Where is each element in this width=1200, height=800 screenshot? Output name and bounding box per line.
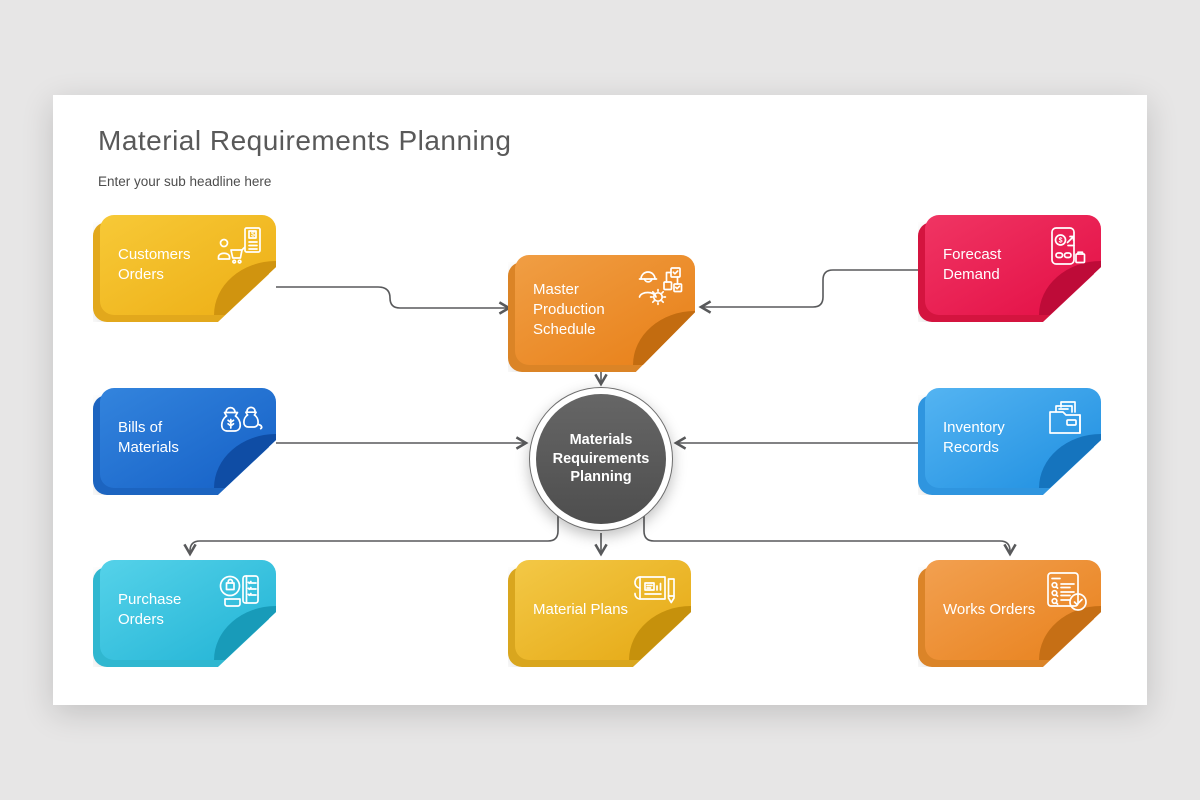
card-face: Master Production Schedule — [515, 255, 695, 365]
slide: Material Requirements Planning Enter you… — [53, 95, 1147, 705]
folded-corner — [214, 261, 276, 315]
folded-corner — [633, 311, 695, 365]
folder-documents-icon — [1041, 399, 1089, 441]
node-label: Customers Orders — [118, 246, 191, 283]
bag-scroll-icon — [216, 571, 264, 613]
card-face: Customers Orders $ — [100, 215, 276, 315]
node-label: Inventory Records — [943, 419, 1005, 456]
phone-dollar-trend-icon: $ — [1041, 226, 1089, 268]
node-bills-of-materials: Bills of Materials — [93, 388, 276, 495]
blueprint-pencil-icon — [631, 571, 679, 613]
svg-text:$: $ — [251, 232, 255, 239]
card-face: Forecast Demand $ — [925, 215, 1101, 315]
mrp-diagram: Customers Orders $ — [53, 95, 1147, 705]
node-inventory-records: Inventory Records — [918, 388, 1101, 495]
card-face: Purchase Orders — [100, 560, 276, 660]
arrow-forecast-to-mps — [698, 269, 925, 314]
node-label: Master Production Schedule — [533, 281, 605, 338]
folded-corner — [629, 606, 691, 660]
node-forecast-demand: Forecast Demand $ — [918, 215, 1101, 322]
node-works-orders: Works Orders — [918, 560, 1101, 667]
card-face: Inventory Records — [925, 388, 1101, 488]
card-face: Works Orders — [925, 560, 1101, 660]
node-master-production-schedule: Master Production Schedule — [508, 255, 695, 372]
folded-corner — [214, 434, 276, 488]
customer-cart-receipt-icon: $ — [216, 226, 264, 268]
center-node-circle: Materials Requirements Planning — [536, 394, 666, 524]
arrow-center-to-purchase — [183, 513, 559, 557]
node-customers-orders: Customers Orders $ — [93, 215, 276, 322]
node-label: Forecast Demand — [943, 246, 1002, 283]
folded-corner — [1039, 434, 1101, 488]
checklist-check-icon — [1041, 571, 1089, 613]
node-material-plans: Material Plans — [508, 560, 691, 667]
card-face: Bills of Materials — [100, 388, 276, 488]
center-node: Materials Requirements Planning — [529, 387, 673, 531]
folded-corner — [214, 606, 276, 660]
material-sacks-icon — [216, 399, 264, 441]
center-node-label: Materials Requirements Planning — [552, 432, 650, 486]
page-title: Material Requirements Planning — [98, 125, 512, 156]
node-label: Purchase Orders — [118, 591, 182, 628]
svg-text:$: $ — [1059, 238, 1063, 245]
node-purchase-orders: Purchase Orders — [93, 560, 276, 667]
arrow-center-to-works — [643, 513, 1017, 557]
folded-corner — [1039, 606, 1101, 660]
card-face: Material Plans — [515, 560, 691, 660]
node-label: Material Plans — [533, 601, 629, 619]
node-label: Works Orders — [943, 601, 1036, 619]
worker-gear-flowchart-icon — [635, 266, 683, 308]
folded-corner — [1039, 261, 1101, 315]
node-label: Bills of Materials — [118, 419, 179, 456]
arrow-customers-to-mps — [276, 286, 512, 315]
page-subtitle: Enter your sub headline here — [98, 174, 272, 189]
